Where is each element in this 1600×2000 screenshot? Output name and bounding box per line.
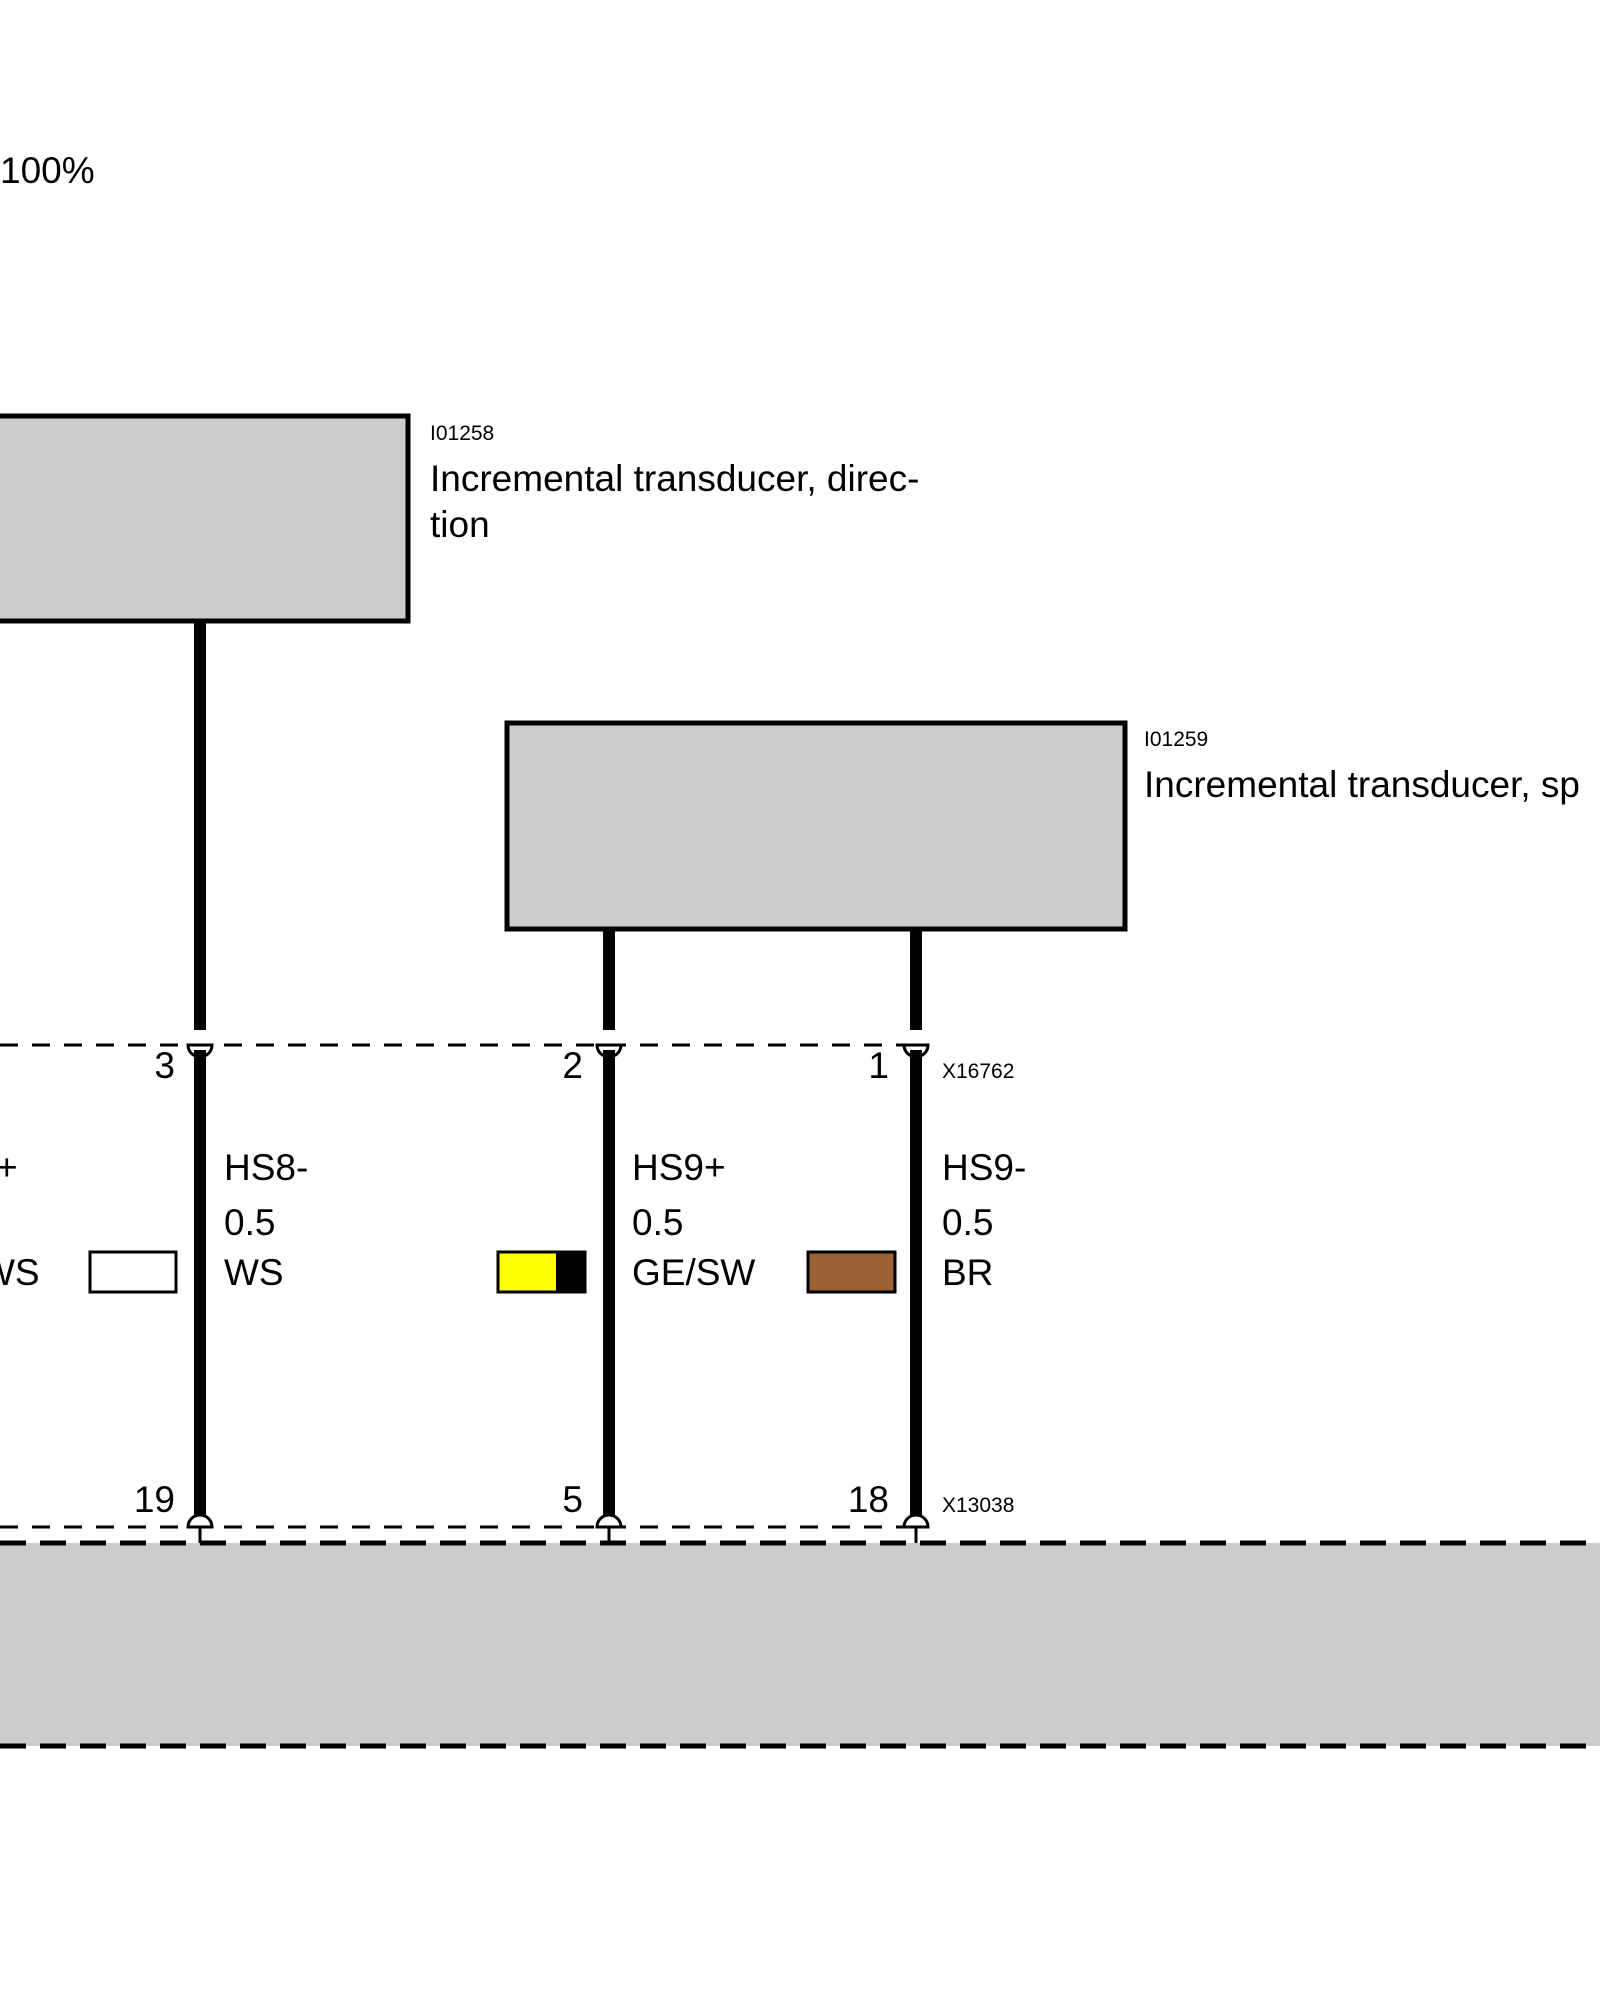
wire-hs9m-color-swatch: [806, 1250, 897, 1294]
wire-hs9m-color: BR: [942, 1252, 993, 1293]
wire-hs9p-color: GE/SW: [632, 1252, 755, 1293]
wire-hs8-color: WS: [224, 1252, 284, 1293]
direction-transducer-box[interactable]: [0, 413, 411, 624]
connector-x16762-id: X16762: [942, 1060, 1014, 1083]
connector-x13038-pin-18[interactable]: [902, 1513, 930, 1529]
wire-hs9p-color-swatch-primary: [498, 1252, 556, 1292]
speed-transducer-title: Incremental transducer, sp: [1144, 764, 1580, 805]
wire-hs9m-size: 0.5: [942, 1202, 993, 1243]
direction-transducer-title-line1: Incremental transducer, direc-: [430, 458, 919, 499]
connector-x13038-pin-19[interactable]: [186, 1513, 214, 1529]
partial-wire-color: WS: [0, 1252, 40, 1293]
pin-number-18: 18: [848, 1479, 889, 1520]
pin-number-2: 2: [562, 1045, 583, 1086]
partial-wire-signal: +: [0, 1147, 18, 1188]
page-zoom-label: 100%: [0, 150, 95, 191]
direction-transducer-title-line2: tion: [430, 504, 490, 545]
direction-transducer-id: I01258: [430, 422, 494, 445]
wire-hs9p-color-swatch-stripe: [556, 1252, 585, 1292]
wire-hs8-signal: HS8-: [224, 1147, 308, 1188]
wire-hs9p-size: 0.5: [632, 1202, 683, 1243]
wire-hs8-color-swatch: [88, 1250, 178, 1294]
pin-number-3: 3: [154, 1045, 175, 1086]
wire-hs8-size: 0.5: [224, 1202, 275, 1243]
pin-number-19: 19: [134, 1479, 175, 1520]
wire-hs9p-color-swatch-border: [496, 1250, 587, 1294]
speed-transducer-box[interactable]: [504, 720, 1128, 932]
connector-x13038-pin-5[interactable]: [595, 1513, 623, 1529]
connector-x13038-id: X13038: [942, 1494, 1014, 1517]
speed-transducer-id: I01259: [1144, 728, 1208, 751]
wire-hs9p-signal: HS9+: [632, 1147, 726, 1188]
pin-number-1: 1: [868, 1045, 889, 1086]
wire-hs9m-signal: HS9-: [942, 1147, 1026, 1188]
control-module-box[interactable]: [0, 1543, 1600, 1746]
pin-number-5: 5: [562, 1479, 583, 1520]
